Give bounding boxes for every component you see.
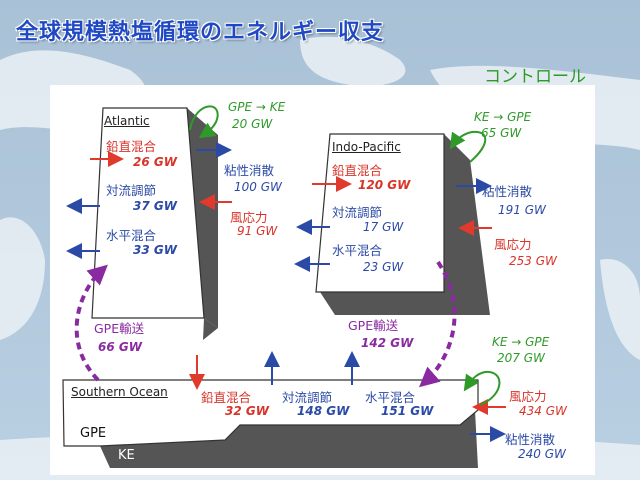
southern-ocean-viscous-dissipation-label: 粘性消散 (505, 432, 556, 447)
southern-ocean-vertical-mixing-label: 鉛直混合 (201, 390, 252, 405)
southern-ocean-basin-label: Southern Ocean (71, 385, 168, 399)
indo-pacific-horizontal-mixing-label: 水平混合 (332, 243, 383, 258)
atlantic-gpe-to-ke-value: 20 GW (232, 117, 273, 131)
atlantic-horizontal-mixing-label: 水平混合 (106, 228, 157, 243)
indo-pacific-basin-label: Indo-Pacific (332, 140, 401, 154)
indo-pacific-wind-stress-label: 風応力 (494, 237, 532, 252)
atlantic-gpe-to-ke-arrow (189, 105, 219, 139)
southern-ocean-wind-stress-label: 風応力 (509, 389, 547, 404)
atlantic-convection-label: 対流調節 (106, 183, 157, 198)
indo-pacific-viscous-dissipation-value: 191 GW (498, 203, 546, 217)
indo-pacific-vertical-mixing-value: 120 GW (358, 178, 411, 192)
southern-ocean-ke-to-gpe-value: 207 GW (497, 351, 545, 365)
ke-layer-label: KE (118, 448, 135, 463)
indo-pacific-gpe-transport-arrow (418, 260, 457, 388)
gpe-layer-label: GPE (80, 426, 107, 441)
atlantic-basin-label: Atlantic (104, 114, 150, 128)
southern-ocean-wind-stress-value: 434 GW (519, 404, 567, 418)
indo-pacific-ke-to-gpe-value: 65 GW (481, 126, 522, 140)
atlantic-gpe-transport-label: GPE輸送 (94, 321, 145, 336)
page-subtitle: コントロール (484, 67, 586, 87)
atlantic-gpe-transport-value: 66 GW (98, 340, 142, 354)
indo-pacific-gpe-transport-value: 142 GW (361, 336, 414, 350)
atlantic-ke-layer-lower (203, 318, 218, 340)
atlantic-convection-value: 37 GW (133, 199, 177, 213)
atlantic-gpe-to-ke-label: GPE → KE (228, 100, 286, 114)
page-title: 全球規模熱塩循環のエネルギー収支 (16, 20, 385, 45)
southern-ocean-convection-label: 対流調節 (282, 390, 333, 405)
southern-ocean-horizontal-mixing-label: 水平混合 (365, 390, 416, 405)
atlantic-vertical-mixing-label: 鉛直混合 (106, 139, 157, 154)
atlantic-viscous-dissipation-label: 粘性消散 (224, 163, 275, 178)
indo-pacific-gpe-transport-label: GPE輸送 (348, 318, 399, 333)
southern-ocean-ke-to-gpe-arrow (463, 370, 501, 406)
southern-ocean-horizontal-mixing-value: 151 GW (381, 404, 434, 418)
indo-pacific-ke-layer (320, 134, 490, 315)
atlantic-wind-stress-value: 91 GW (237, 224, 278, 238)
indo-pacific-basin (315, 133, 490, 315)
southern-ocean-vertical-mixing-value: 32 GW (225, 404, 269, 418)
indo-pacific-viscous-dissipation-label: 粘性消散 (482, 184, 533, 199)
atlantic-horizontal-mixing-value: 33 GW (133, 243, 177, 257)
atlantic-wind-stress-label: 風応力 (230, 210, 268, 225)
indo-pacific-ke-to-gpe-label: KE → GPE (474, 110, 532, 124)
atlantic-gpe-transport-arrow (74, 264, 108, 382)
indo-pacific-gpe-box (315, 133, 445, 293)
indo-pacific-ke-to-gpe-arrow (449, 130, 487, 163)
indo-pacific-convection-value: 17 GW (363, 220, 404, 234)
indo-pacific-convection-label: 対流調節 (332, 205, 383, 220)
atlantic-vertical-mixing-value: 26 GW (133, 155, 177, 169)
atlantic-ke-layer (187, 108, 218, 328)
southern-ocean-convection-value: 148 GW (297, 404, 350, 418)
indo-pacific-vertical-mixing-label: 鉛直混合 (332, 163, 383, 178)
indo-pacific-horizontal-mixing-value: 23 GW (363, 260, 404, 274)
indo-pacific-wind-stress-value: 253 GW (509, 254, 557, 268)
southern-ocean-viscous-dissipation-value: 240 GW (518, 447, 566, 461)
southern-ocean-ke-to-gpe-label: KE → GPE (492, 335, 550, 349)
southern-ocean-ke-layer (100, 410, 478, 468)
atlantic-viscous-dissipation-value: 100 GW (234, 180, 282, 194)
